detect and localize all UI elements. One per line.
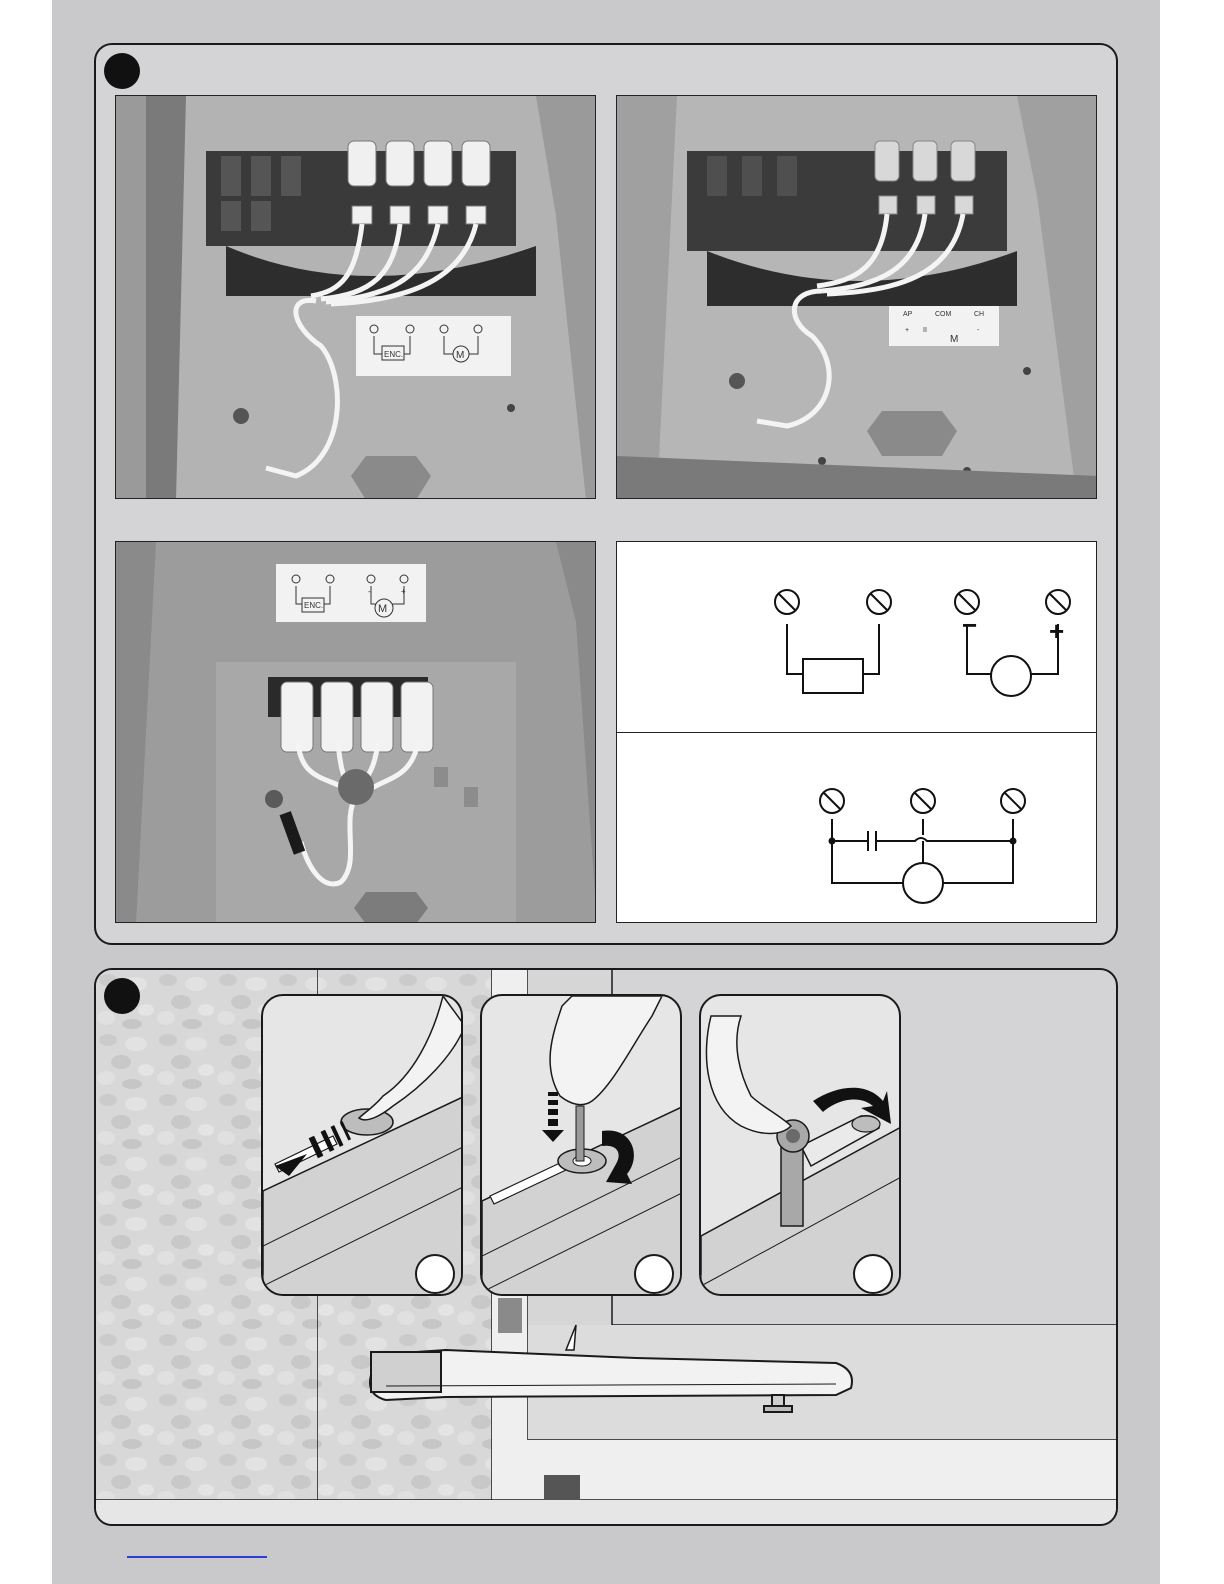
key-icon bbox=[576, 1106, 584, 1161]
plus-sign: + bbox=[1049, 616, 1064, 646]
diagram-encoder-dc-motor: − + bbox=[616, 541, 1097, 733]
figure-b-badge bbox=[104, 978, 140, 1014]
figure-a-badge bbox=[104, 53, 140, 89]
hand-icon bbox=[550, 996, 662, 1105]
photo3-enc-label: ENC. bbox=[304, 601, 323, 610]
photo2-motor-label: M bbox=[950, 334, 958, 345]
encoder-box-icon bbox=[803, 659, 863, 693]
photo-ap-com-ch-wiring: AP COM CH + II - M bbox=[616, 95, 1097, 499]
footer-link-underline[interactable] bbox=[127, 1556, 267, 1558]
photo2-com-label: COM bbox=[935, 311, 952, 318]
step-card-3-pull-lever bbox=[699, 994, 901, 1296]
photo3-plus-label: + bbox=[401, 587, 406, 596]
step-2-number bbox=[634, 1254, 674, 1294]
photo2-mid-sym: II bbox=[923, 327, 927, 334]
diagram-ac-motor-capacitor bbox=[616, 732, 1097, 923]
photo2-ap-label: AP bbox=[903, 311, 913, 318]
motor-circle-icon bbox=[903, 863, 943, 903]
photo2-plus-sym: + bbox=[905, 327, 909, 334]
gate-stop bbox=[544, 1475, 580, 1500]
lift-arrow-icon bbox=[813, 1088, 891, 1124]
photo3-motor-label: M bbox=[378, 603, 387, 615]
photo3-minus-label: - bbox=[368, 587, 371, 596]
bracket-post bbox=[498, 1298, 522, 1333]
step-card-2-turn-key bbox=[480, 994, 682, 1296]
photo1-enc-label: ENC. bbox=[384, 350, 403, 359]
photo-terminal-block-top-view: ENC. M - + bbox=[115, 541, 596, 923]
finger-icon bbox=[359, 996, 463, 1120]
photo2-ch-label: CH bbox=[974, 311, 984, 318]
photo1-motor-label: M bbox=[456, 350, 464, 361]
motor-circle-icon bbox=[991, 656, 1031, 696]
hand-icon bbox=[706, 1016, 791, 1134]
step-3-number bbox=[853, 1254, 893, 1294]
step-card-1-press-release bbox=[261, 994, 463, 1296]
photo-encoder-motor-wiring: ENC. M bbox=[115, 95, 596, 499]
step-1-number bbox=[415, 1254, 455, 1294]
minus-sign: − bbox=[962, 610, 977, 640]
